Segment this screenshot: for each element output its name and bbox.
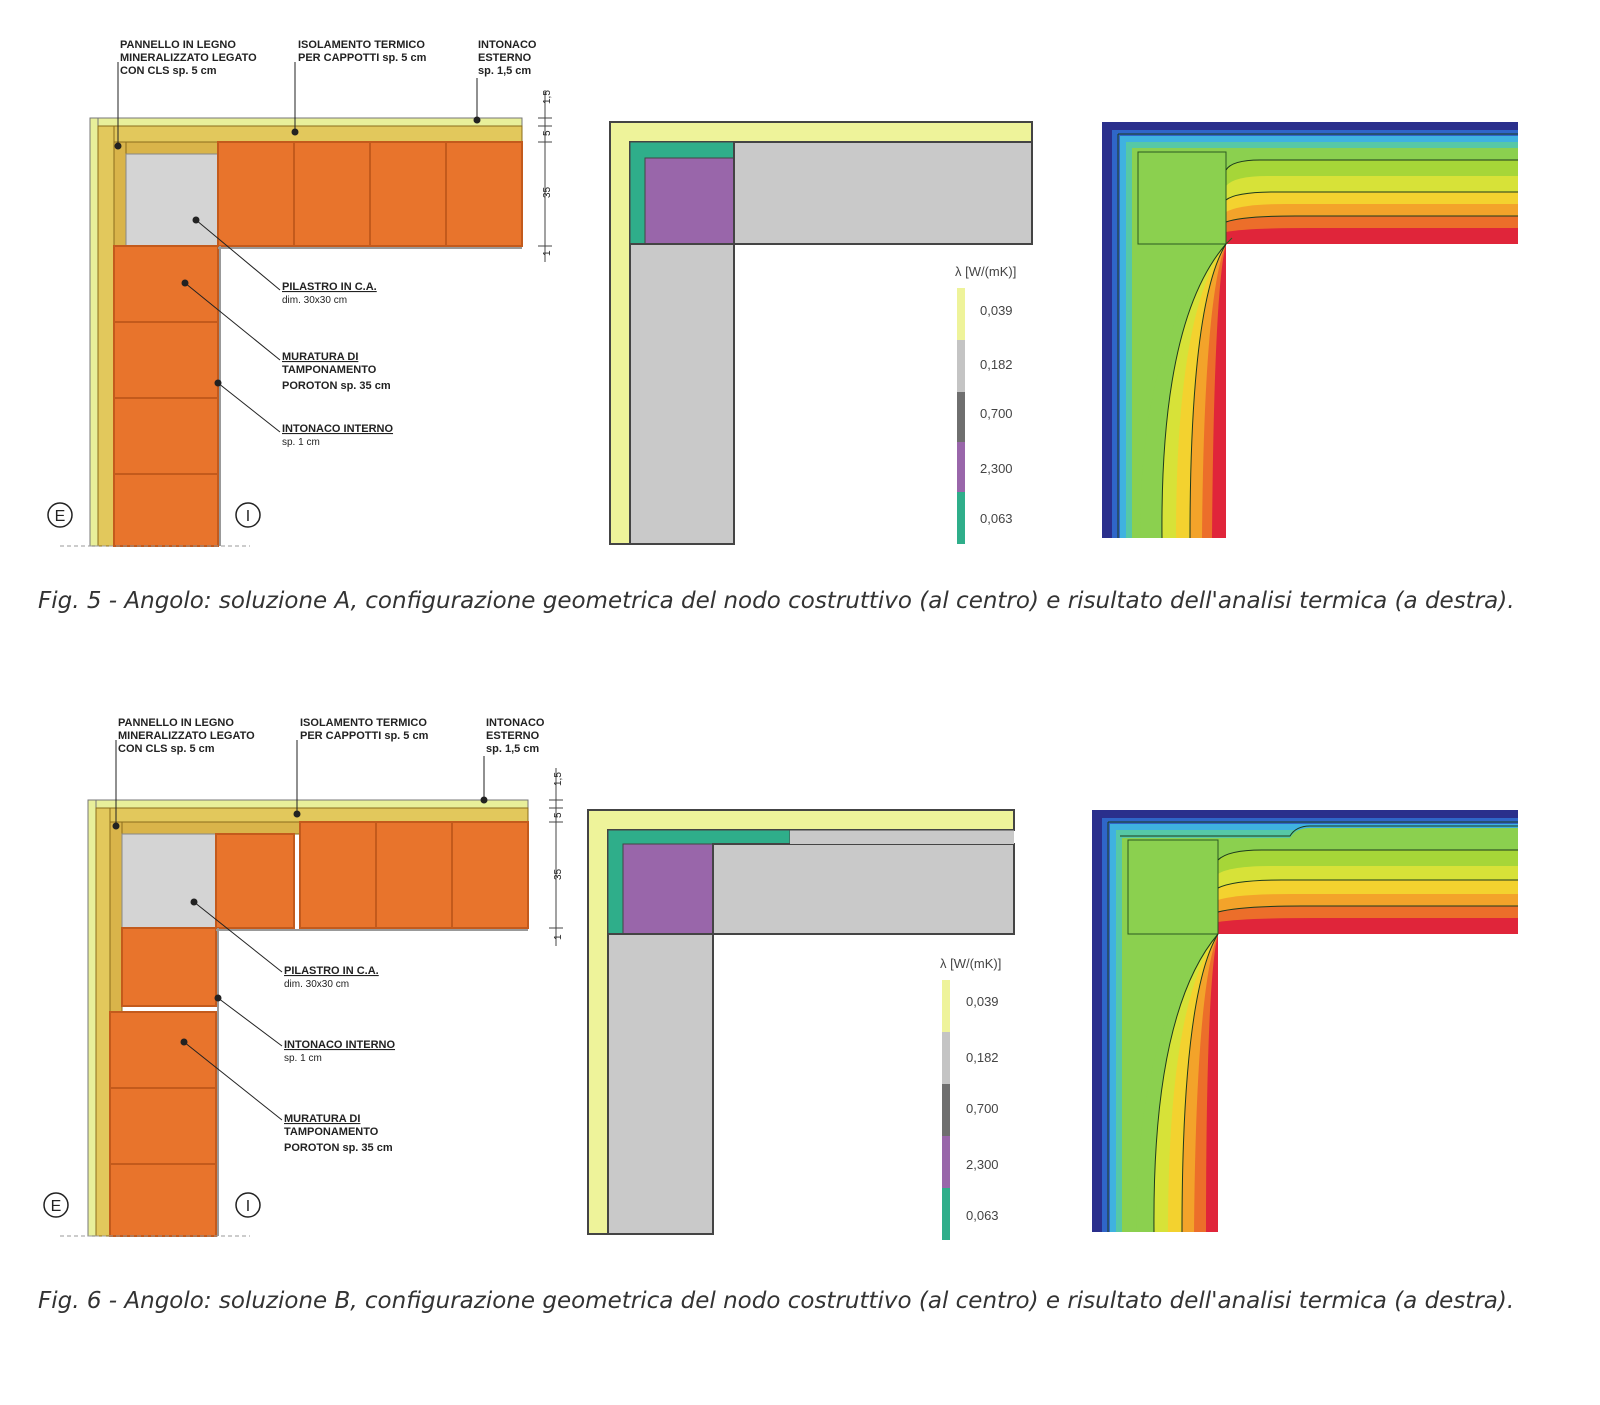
construction-detail: PANNELLO IN LEGNO MINERALIZZATO LEGATO C…: [47, 39, 553, 547]
external-plaster-top: [87, 799, 529, 809]
thermal-analysis-map: [1102, 122, 1518, 539]
label-ext-plaster-2: ESTERNO: [478, 52, 532, 64]
label-panel-1: PANNELLO IN LEGNO: [120, 39, 236, 51]
masonry-top: [217, 141, 523, 247]
dim-1-5: 1,5: [553, 772, 564, 786]
label-masonry-1: MURATURA DI: [284, 1113, 360, 1125]
figure-6-drawings: PANNELLO IN LEGNO MINERALIZZATO LEGATO C…: [43, 717, 1518, 1240]
dim-1: 1: [553, 934, 564, 940]
label-ext-plaster-1: INTONACO: [478, 39, 537, 51]
insulation-top: [97, 125, 523, 143]
dim-5: 5: [553, 812, 564, 818]
construction-detail: PANNELLO IN LEGNO MINERALIZZATO LEGATO C…: [43, 717, 564, 1237]
label-int-plaster-2: sp. 1 cm: [284, 1053, 322, 1064]
label-int-plaster-2: sp. 1 cm: [282, 437, 320, 448]
label-int-plaster-1: INTONACO INTERNO: [284, 1039, 395, 1051]
figure-6-caption: Fig. 6 - Angolo: soluzione B, configuraz…: [38, 1288, 1515, 1314]
insulation-side: [95, 807, 111, 1237]
geometry-model: λ [W/(mK)] 0,039 0,182 0,700 2,300 0,063: [587, 809, 1015, 1240]
legend-value-1: 0,182: [966, 1050, 999, 1065]
wood-panel-top: [109, 821, 301, 835]
masonry-side: [113, 245, 219, 547]
label-panel-1: PANNELLO IN LEGNO: [118, 717, 234, 729]
label-pillar-1: PILASTRO IN C.A.: [284, 965, 379, 977]
legend-value-0: 0,039: [980, 303, 1013, 318]
label-panel-2: MINERALIZZATO LEGATO: [118, 730, 255, 742]
dim-1-5: 1,5: [542, 90, 553, 104]
wood-panel-side: [113, 141, 127, 247]
geometry-model: λ [W/(mK)] 0,039 0,182 0,700 2,300 0,063: [609, 121, 1033, 545]
label-pillar-2: dim. 30x30 cm: [284, 979, 349, 990]
exterior-marker: E: [55, 508, 66, 525]
exterior-marker: E: [51, 1198, 62, 1215]
external-plaster-top: [89, 117, 523, 127]
label-pillar-1: PILASTRO IN C.A.: [282, 281, 377, 293]
interior-marker: I: [246, 508, 250, 525]
label-ext-plaster-1: INTONACO: [486, 717, 545, 729]
label-insulation-2: PER CAPPOTTI sp. 5 cm: [298, 52, 427, 64]
legend-title: λ [W/(mK)]: [955, 264, 1016, 279]
label-insulation-1: ISOLAMENTO TERMICO: [300, 717, 427, 729]
figure-5-drawings: PANNELLO IN LEGNO MINERALIZZATO LEGATO C…: [47, 39, 1518, 547]
insulation-side: [97, 125, 115, 547]
legend-value-0: 0,039: [966, 994, 999, 1009]
concrete-pillar: [125, 153, 219, 247]
label-ext-plaster-2: ESTERNO: [486, 730, 540, 742]
figure-5-caption: Fig. 5 - Angolo: soluzione A, configuraz…: [38, 588, 1515, 614]
wood-panel-top: [113, 141, 219, 155]
legend-value-3: 2,300: [980, 461, 1013, 476]
masonry-side: [109, 927, 217, 1237]
thermal-analysis-map: [1092, 810, 1518, 1233]
label-ext-plaster-3: sp. 1,5 cm: [486, 743, 539, 755]
label-ext-plaster-3: sp. 1,5 cm: [478, 65, 531, 77]
label-insulation-2: PER CAPPOTTI sp. 5 cm: [300, 730, 429, 742]
legend-value-2: 0,700: [966, 1101, 999, 1116]
legend-title: λ [W/(mK)]: [940, 956, 1001, 971]
interior-marker: I: [246, 1198, 250, 1215]
label-masonry-3: POROTON sp. 35 cm: [284, 1142, 393, 1154]
concrete-pillar: [121, 833, 217, 929]
legend-value-1: 0,182: [980, 357, 1013, 372]
label-int-plaster-1: INTONACO INTERNO: [282, 423, 393, 435]
label-pillar-2: dim. 30x30 cm: [282, 295, 347, 306]
figure-6: PANNELLO IN LEGNO MINERALIZZATO LEGATO C…: [0, 700, 1600, 1314]
label-insulation-1: ISOLAMENTO TERMICO: [298, 39, 425, 51]
legend-value-3: 2,300: [966, 1157, 999, 1172]
dim-35: 35: [542, 186, 553, 198]
dim-5: 5: [542, 130, 553, 136]
label-masonry-2: TAMPONAMENTO: [282, 364, 377, 376]
external-plaster-side: [87, 799, 97, 1237]
insulation-top: [95, 807, 529, 823]
label-masonry-3: POROTON sp. 35 cm: [282, 380, 391, 392]
dim-35: 35: [553, 868, 564, 880]
wood-panel-side: [109, 821, 123, 1013]
legend-value-4: 0,063: [966, 1208, 999, 1223]
label-panel-2: MINERALIZZATO LEGATO: [120, 52, 257, 64]
figure-5: PANNELLO IN LEGNO MINERALIZZATO LEGATO C…: [0, 0, 1600, 614]
label-masonry-1: MURATURA DI: [282, 351, 358, 363]
masonry-top: [215, 821, 529, 929]
label-panel-3: CON CLS sp. 5 cm: [120, 65, 217, 77]
legend-value-4: 0,063: [980, 511, 1013, 526]
label-panel-3: CON CLS sp. 5 cm: [118, 743, 215, 755]
legend-value-2: 0,700: [980, 406, 1013, 421]
external-plaster-side: [89, 117, 99, 547]
dim-1: 1: [542, 250, 553, 256]
label-masonry-2: TAMPONAMENTO: [284, 1126, 379, 1138]
